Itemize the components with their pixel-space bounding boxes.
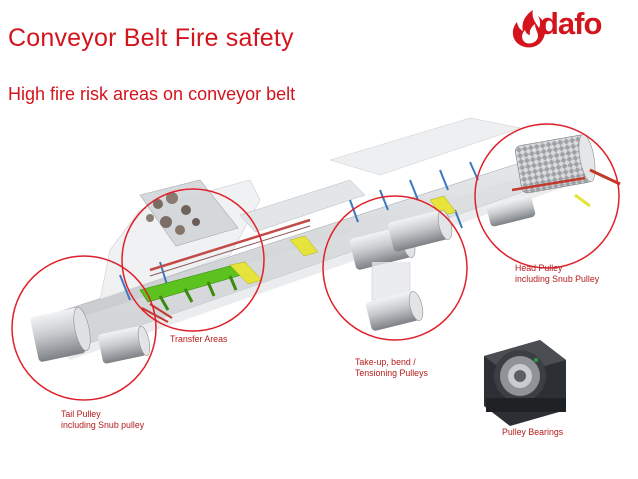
label-pulley-bearings: Pulley Bearings [502,427,563,438]
label-transfer-areas: Transfer Areas [170,334,227,345]
pulley-bearing-icon [484,340,566,426]
label-take-up-pulleys: Take-up, bend / Tensioning Pulleys [355,357,428,379]
conveyor-belt [40,118,585,360]
label-tail-pulley: Tail Pulley including Snub pulley [61,409,144,431]
label-head-pulley: Head Pulley including Snub Pulley [515,263,599,285]
